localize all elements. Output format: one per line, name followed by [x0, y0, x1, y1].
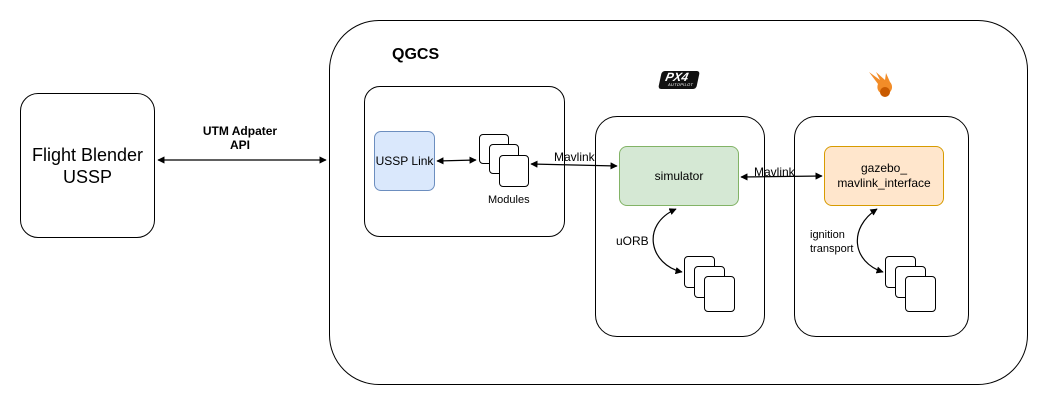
uorb-card-front — [704, 276, 735, 312]
uorb-connector — [652, 208, 683, 275]
simulator-gazebo-mavlink-connector — [740, 172, 823, 181]
gazebo-logo-icon — [869, 72, 893, 97]
mavlink-label-qgcs-px4: Mavlink — [554, 150, 595, 164]
ussp-link-modules-connector — [436, 156, 477, 165]
utm-adapter-line2: API — [229, 138, 250, 152]
ignition-transport-connector — [856, 208, 884, 274]
modules-simulator-mavlink-connector — [530, 160, 618, 170]
utm-adapter-line1: UTM Adpater — [202, 124, 278, 138]
uorb-label: uORB — [616, 234, 649, 248]
simulator-label: simulator — [654, 169, 704, 183]
ussp-link-label: USSP Link — [375, 154, 434, 168]
gazebo-mavlink-interface-node: gazebo_ mavlink_interface — [824, 146, 944, 206]
ussp-link-node: USSP Link — [374, 131, 435, 191]
ignition-line2: transport — [810, 243, 854, 255]
gazebo-card-front — [905, 276, 936, 312]
qgcs-title: QGCS — [392, 46, 440, 63]
gazebo-label-line1: gazebo_ — [860, 161, 908, 175]
simulator-node: simulator — [619, 146, 739, 206]
gazebo-label-line2: mavlink_interface — [837, 176, 931, 190]
flight-blender-sublabel: USSP — [62, 166, 113, 187]
ignition-line1: ignition — [810, 229, 845, 241]
modules-label: Modules — [488, 194, 530, 206]
modules-card-front — [499, 155, 529, 187]
flight-blender-ussp-node: Flight Blender USSP — [20, 93, 155, 238]
flight-blender-label: Flight Blender — [31, 144, 144, 165]
ignition-transport-label: ignition transport — [810, 228, 853, 256]
utm-adapter-label: UTM Adpater API — [185, 124, 295, 152]
gazebo-logo-ball — [880, 87, 890, 97]
